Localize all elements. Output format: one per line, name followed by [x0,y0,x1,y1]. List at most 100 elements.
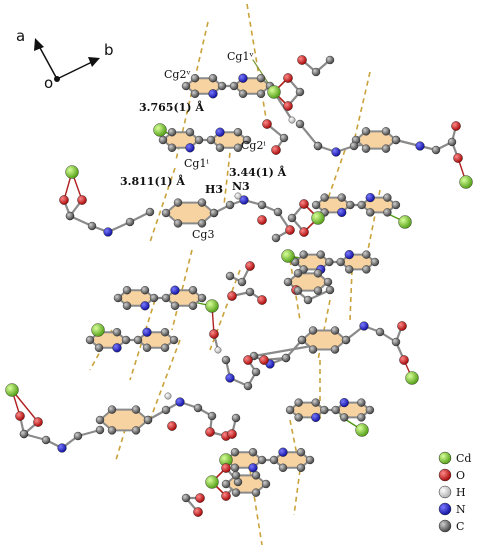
label-cg2i: Cg2ⁱ [241,139,266,152]
axis-label-a: a [16,27,25,45]
atom-c [295,119,305,129]
atom-c [313,269,323,278]
atom-o [193,507,203,517]
atom-c [95,425,105,435]
atom-c [256,89,266,98]
atom-cd [405,371,419,385]
atom-c [160,328,170,337]
arrow-b-icon [88,57,100,67]
atom-c [447,137,457,147]
atom-c [313,286,323,295]
atom-c [237,277,247,287]
atom-c [206,135,216,145]
atom-c [161,405,171,415]
contact-line [323,149,346,211]
atom-o [285,225,295,235]
atom-c [294,413,303,422]
atom-c [361,127,371,136]
atom-c [238,89,248,98]
contact-line [149,167,176,243]
atom-c [41,435,51,445]
atom-c [383,193,392,202]
atom-c [293,269,303,278]
atom-c [73,431,83,441]
atom-c [383,208,392,217]
atom-c [233,143,243,152]
atom-c [231,413,241,423]
atom-n [248,463,258,473]
atom-c [94,343,104,352]
atom-o [243,355,253,365]
atom-n [311,412,321,423]
atom-c [190,74,200,83]
atom-o [167,421,177,431]
atom-c [330,326,340,335]
atom-c [193,403,203,413]
atom-c [341,335,351,345]
bond [11,389,39,423]
atom-c [345,265,354,274]
atom-c [149,293,159,303]
legend-label-c: C [456,520,464,533]
atom-c [122,286,132,295]
aromatic-ring [164,201,216,225]
atom-c [251,488,261,497]
atom-c [231,488,241,497]
atom-c [221,479,231,489]
atom-c [167,143,177,152]
atom-c [337,193,346,202]
atom-c [215,143,225,152]
atom-n [365,192,375,203]
atom-c [257,200,267,210]
atom-n [359,321,369,331]
atom-c [361,144,371,153]
arrow-a-icon [34,38,44,51]
atom-o [299,199,309,209]
atom-c [303,295,313,305]
atom-n [215,127,225,137]
atom-h [234,192,242,200]
atom-c [296,448,306,457]
axis-label-origin: o [44,74,53,92]
atom-c [391,135,401,145]
atom-o [283,101,293,111]
atom-c [308,345,318,354]
atom-c [181,81,191,91]
atom-c [320,193,329,202]
atom-o [59,195,69,205]
atom-c [305,455,315,465]
atom-c [293,286,303,295]
atom-h [214,346,222,354]
atom-c [281,353,291,363]
atom-c [230,448,240,457]
atom-n [225,373,235,383]
atom-cd [153,123,167,137]
atom-o [195,493,205,503]
atom-c [311,398,320,407]
atom-c [125,217,135,227]
atom-c [257,455,267,465]
atom-n [185,143,195,153]
atom-c [375,327,385,337]
atom-cd [65,165,79,179]
atom-c [366,208,375,217]
legend-swatch-n [438,502,452,516]
label-n3: N3 [232,180,250,193]
atom-c [308,326,318,335]
label-cg2v: Cg2ᵛ [164,68,191,81]
atom-c [251,367,261,377]
label-distance-3: 3.811(1) Å [120,174,185,188]
atom-c [357,200,366,210]
atom-c [131,405,141,414]
atom-c [294,398,303,407]
atom-c [107,405,117,414]
aromatic-ring [354,130,398,150]
atom-n [175,397,185,407]
atom-c [229,81,239,91]
atom-n [103,227,113,237]
legend-swatch-o [438,468,452,482]
atom-c [169,335,179,345]
atom-cd [311,211,325,225]
